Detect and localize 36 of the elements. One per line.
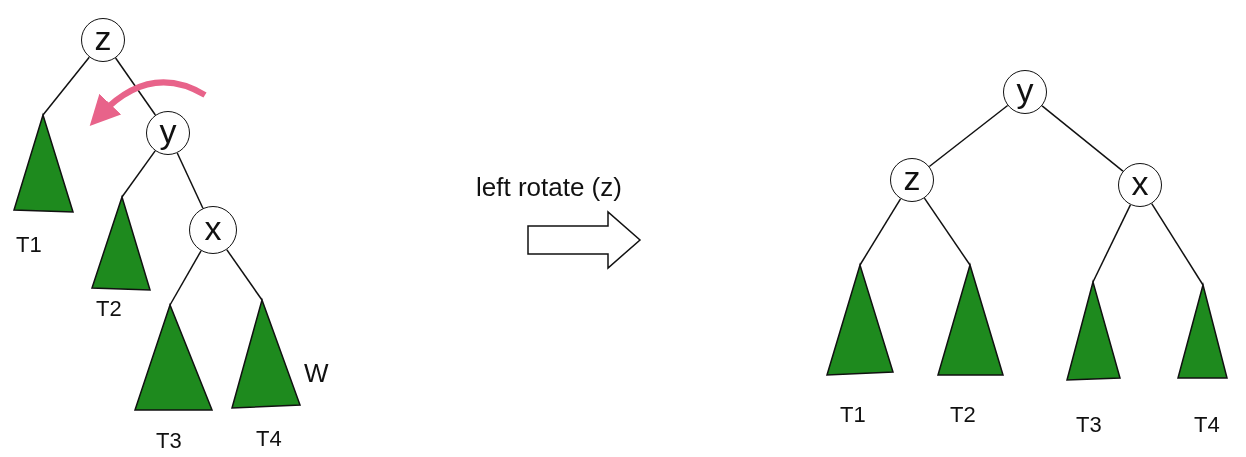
subtree-label: T3 (1076, 412, 1102, 438)
tree-edge (1092, 204, 1132, 283)
subtree-label: T3 (156, 428, 182, 454)
operation-label: left rotate (z) (476, 172, 622, 203)
tree-edge (226, 248, 263, 301)
subtree-triangle (135, 305, 212, 410)
subtree-label: T2 (96, 296, 122, 322)
tree-edge (1151, 202, 1204, 286)
subtree-triangle (14, 115, 73, 212)
subtree-triangle (232, 300, 300, 408)
tree-edge (928, 104, 1009, 168)
subtree-triangle (938, 265, 1003, 375)
subtree-label: T1 (16, 232, 42, 258)
subtree-triangle (92, 197, 150, 290)
tree-node-circle: x (1118, 163, 1162, 207)
subtree-label: T2 (950, 402, 976, 428)
tree-node-circle: z (81, 18, 125, 62)
subtree-label: W (304, 358, 329, 389)
tree-edge (114, 57, 157, 116)
tree-node-circle: y (1003, 70, 1047, 114)
tree-edge (169, 250, 202, 306)
subtree-triangle (1067, 282, 1120, 380)
subtree-label: T4 (256, 426, 282, 452)
tree-edge (1041, 105, 1124, 172)
subtree-label: T1 (840, 402, 866, 428)
tree-node-circle: x (189, 206, 237, 254)
subtree-label: T4 (1194, 412, 1220, 438)
tree-node-circle: y (146, 111, 190, 155)
tree-edge (176, 152, 204, 209)
tree-node-circle: z (890, 158, 934, 202)
tree-edge (923, 197, 971, 266)
subtree-triangle (1178, 285, 1227, 378)
tree-edge (121, 150, 156, 198)
subtree-triangle (827, 265, 893, 375)
tree-edge (42, 56, 90, 116)
tree-edge (859, 198, 902, 266)
